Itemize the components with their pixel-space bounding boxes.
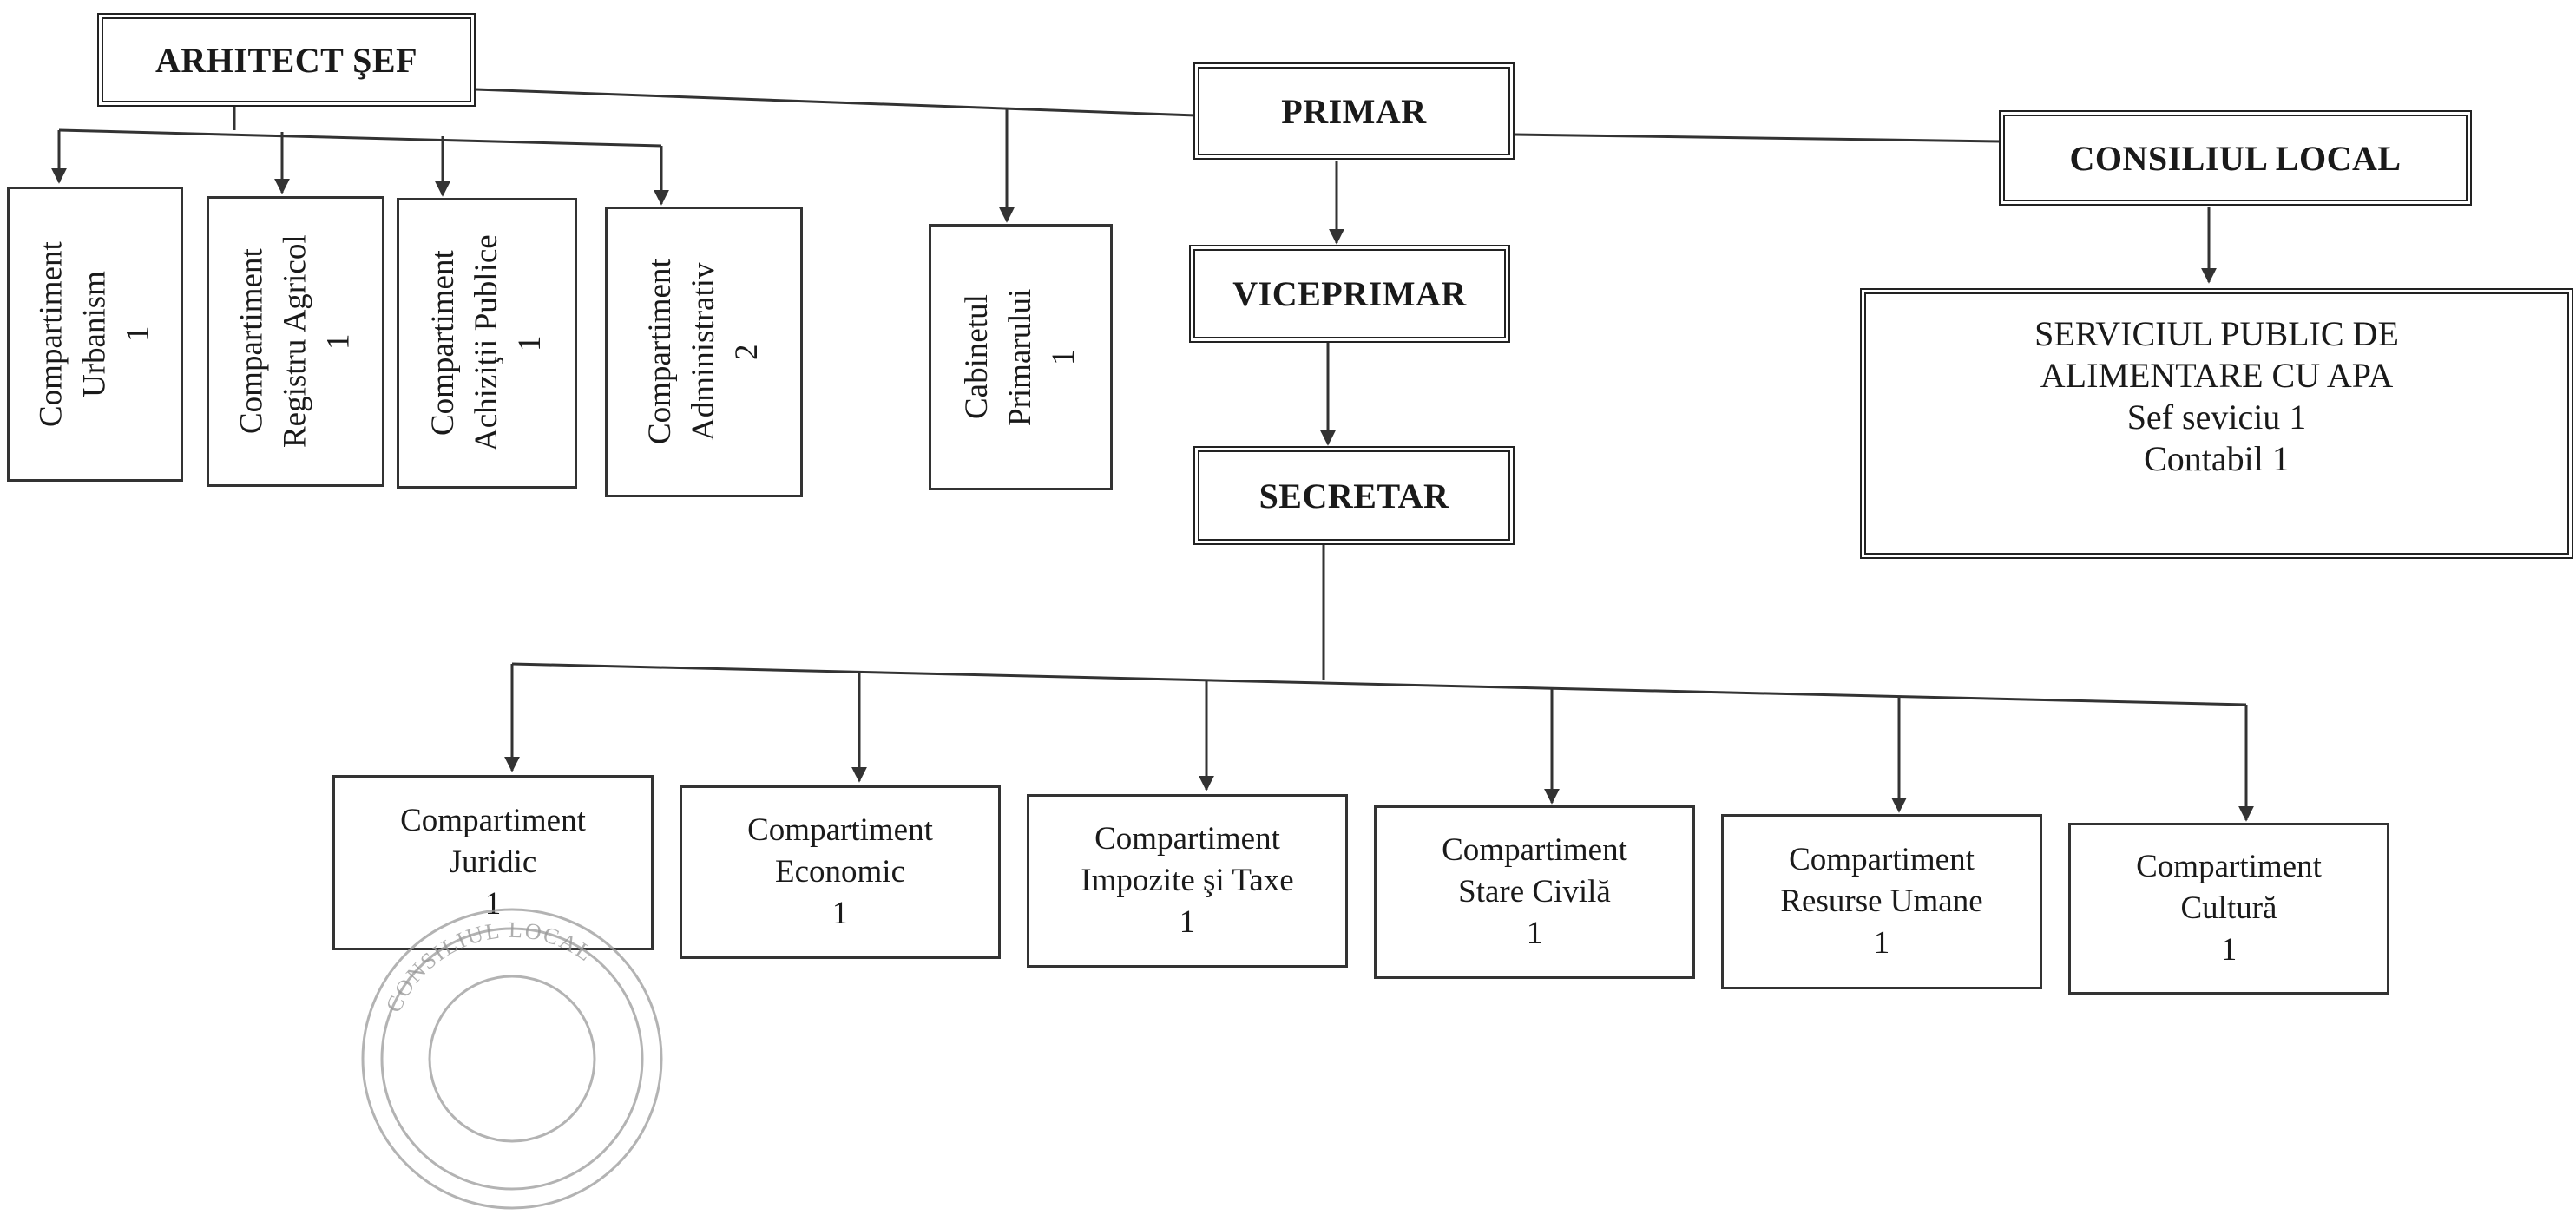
urbanism-line-2: Urbanism	[76, 271, 113, 397]
juridic-count: 1	[484, 886, 502, 922]
economic-line-1: Compartiment	[747, 812, 933, 848]
cultura-line-1: Compartiment	[2136, 849, 2322, 884]
box-compartiment-administrativ: Compartiment Administrativ 2	[605, 207, 803, 497]
box-viceprimar: VICEPRIMAR	[1189, 245, 1510, 343]
impozite-line-2: Impozite şi Taxe	[1081, 863, 1294, 898]
line-arhitect-primar	[475, 88, 1197, 117]
box-serviciul-public: SERVICIUL PUBLIC DE ALIMENTARE CU APA Se…	[1860, 288, 2573, 559]
cabinet-line-2: Primarului	[1002, 288, 1038, 426]
line-primar-consiliu	[1514, 133, 2001, 143]
registru-count: 1	[320, 333, 357, 350]
juridic-line-2: Juridic	[449, 844, 537, 880]
box-compartiment-cultura: Compartiment Cultură 1	[2068, 823, 2389, 995]
org-chart: ARHITECT ŞEF PRIMAR CONSILIUL LOCAL VICE…	[7, 13, 2573, 1210]
stare-civila-line-1: Compartiment	[1442, 832, 1627, 868]
juridic-line-1: Compartiment	[400, 803, 586, 838]
administrativ-line-1: Compartiment	[642, 259, 678, 445]
box-compartiment-stare-civila: Compartiment Stare Civilă 1	[1374, 805, 1695, 979]
box-arhitect-sef: ARHITECT ŞEF	[97, 13, 476, 107]
impozite-line-1: Compartiment	[1094, 821, 1280, 857]
cabinet-line-1: Cabinetul	[959, 294, 995, 420]
secretar-label: SECRETAR	[1258, 476, 1449, 516]
box-compartiment-registru-agricol: Compartiment Registru Agricol 1	[207, 196, 384, 487]
box-compartiment-urbanism: Compartiment Urbanism 1	[7, 187, 183, 482]
seal-text: CONSILIUL LOCAL	[381, 917, 596, 1016]
serviciul-line-1: SERVICIUL PUBLIC DE	[2034, 314, 2399, 353]
administrativ-count: 2	[729, 344, 765, 360]
connector-lines	[51, 88, 2254, 822]
achizitii-count: 1	[512, 335, 548, 351]
box-primar: PRIMAR	[1193, 62, 1515, 160]
consiliul-local-label: CONSILIUL LOCAL	[2069, 138, 2402, 178]
serviciul-public-text: SERVICIUL PUBLIC DE ALIMENTARE CU APA Se…	[1866, 313, 2567, 480]
box-compartiment-achizitii-publice: Compartiment Achiziţii Publice 1	[397, 198, 577, 489]
box-compartiment-resurse-umane: Compartiment Resurse Umane 1	[1721, 814, 2042, 989]
achizitii-line-1: Compartiment	[425, 250, 461, 437]
urbanism-line-1: Compartiment	[33, 241, 69, 427]
impozite-count: 1	[1179, 904, 1196, 940]
box-compartiment-impozite-taxe: Compartiment Impozite şi Taxe 1	[1027, 794, 1348, 968]
box-consiliul-local: CONSILIUL LOCAL	[1999, 110, 2472, 206]
line-secretar-branch	[511, 662, 2247, 706]
achizitii-line-2: Achiziţii Publice	[469, 234, 504, 452]
economic-count: 1	[831, 896, 849, 931]
box-compartiment-juridic: Compartiment Juridic 1	[332, 775, 654, 950]
urbanism-count: 1	[120, 325, 156, 343]
official-seal-stamp: CONSILIUL LOCAL	[361, 908, 663, 1210]
serviciul-line-2: ALIMENTARE CU APA	[2040, 356, 2394, 395]
resurse-count: 1	[1873, 925, 1890, 961]
cultura-count: 1	[2220, 932, 2238, 968]
resurse-line-1: Compartiment	[1789, 842, 1975, 877]
resurse-line-2: Resurse Umane	[1780, 883, 1983, 919]
serviciul-line-3: Sef seviciu 1	[2126, 397, 2307, 437]
box-compartiment-economic: Compartiment Economic 1	[680, 785, 1001, 959]
cultura-line-2: Cultură	[2180, 890, 2277, 926]
serviciul-line-4: Contabil 1	[2144, 439, 2290, 478]
stare-civila-count: 1	[1526, 916, 1543, 951]
administrativ-line-2: Administrativ	[686, 262, 721, 442]
line-arhitect-branch	[58, 128, 662, 148]
economic-line-2: Economic	[774, 854, 905, 890]
cabinet-count: 1	[1046, 349, 1081, 365]
svg-text:CONSILIUL LOCAL: CONSILIUL LOCAL	[381, 917, 598, 1016]
arhitect-sef-label: ARHITECT ŞEF	[154, 40, 417, 80]
stare-civila-line-2: Stare Civilă	[1458, 874, 1611, 910]
registru-line-1: Compartiment	[233, 248, 270, 435]
viceprimar-label: VICEPRIMAR	[1232, 274, 1467, 313]
registru-line-2: Registru Agricol	[277, 234, 313, 449]
primar-label: PRIMAR	[1281, 91, 1427, 131]
box-secretar: SECRETAR	[1193, 446, 1515, 545]
box-cabinetul-primarului: Cabinetul Primarului 1	[929, 224, 1113, 490]
